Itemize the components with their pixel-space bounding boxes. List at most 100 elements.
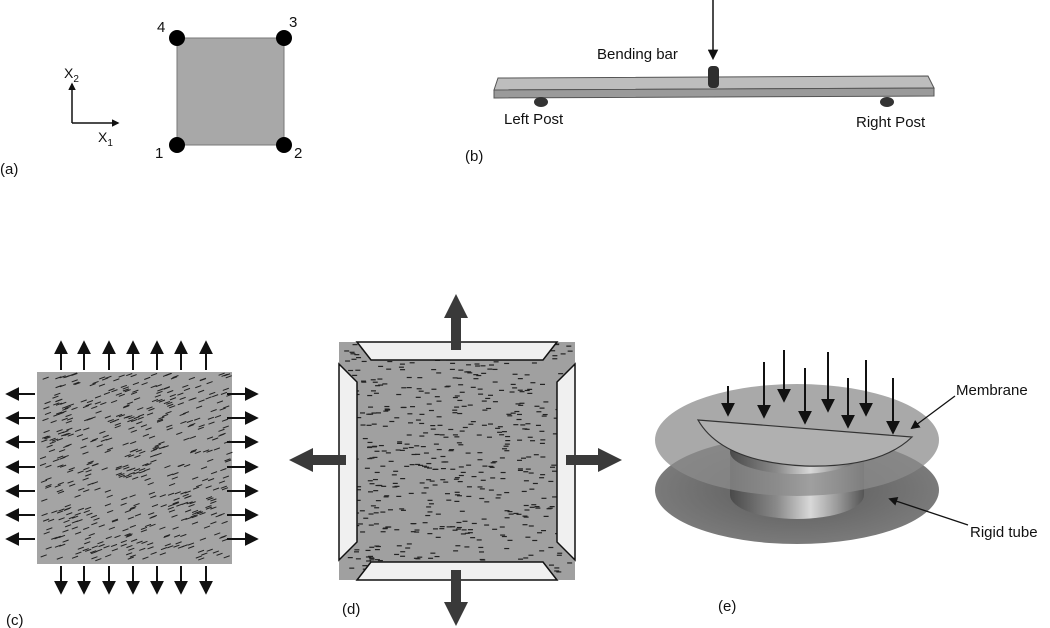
fiber-dash [206,548,213,552]
x2-axis-label: X2 [64,65,79,85]
fiber-dash [57,464,64,468]
fiber-dash [173,497,180,501]
fiber-dash [125,475,132,479]
fiber-dash [58,534,66,538]
fiber-dash [130,418,138,423]
fiber-dash [141,382,148,386]
fiber-dash [148,491,156,495]
fiber-dash [129,507,136,511]
fiber-dash [180,491,187,495]
fiber-dash [88,533,95,537]
fiber-dash [128,416,135,420]
fiber-dash [124,533,131,537]
fiber-dash [202,449,210,453]
fiber-dash [137,416,144,420]
fiber-dash [158,399,166,403]
fiber-dash [150,551,157,555]
bending-bar [708,66,719,88]
fiber-dash [96,444,103,448]
fiber-dash [195,385,202,389]
fiber-dash [71,526,78,530]
fiber-dash [207,458,214,462]
fiber-dash [108,526,116,530]
fiber-dash [216,400,224,404]
fiber-dash [63,519,70,524]
fiber-dash [65,420,73,424]
fiber-dash [94,401,102,405]
fiber-dash [67,433,74,437]
fiber-dash [105,536,112,540]
fiber-dash [67,403,75,407]
fiber-dash [145,427,152,431]
fiber-dash [140,526,148,530]
fiber-dash [192,486,200,490]
fiber-dash [61,433,68,437]
left-post [534,97,548,107]
fiber-dash [95,558,102,562]
fiber-dash [156,418,164,422]
fiber-dash [188,376,195,381]
fiber-dash [118,393,125,397]
fiber-dash [106,447,114,451]
fiber-dash [87,460,94,464]
fiber-dash [197,549,205,553]
fiber-dash [206,436,214,440]
fiber-dash [118,473,125,477]
fiber-dash [90,514,97,519]
fiber-dash [159,526,166,530]
fiber-dash [110,399,118,404]
fiber-dash [102,434,109,438]
fiber-dash [43,531,50,535]
fiber-dash [57,481,64,486]
fiber-dash [59,543,66,547]
fiber-dash [205,396,212,400]
fiber-dash [72,381,80,385]
fiber-dash [191,515,198,519]
fiber-dash [140,474,148,478]
fiber-dash [109,420,117,424]
fiber-dash [64,524,72,528]
panel-d: (d) [289,294,622,626]
fiber-dash [82,548,89,552]
fiber-dash [74,531,82,535]
fiber-dash [122,464,129,468]
fiber-dash [56,429,63,433]
fiber-dash [126,533,133,537]
fiber-dash [93,517,100,521]
fiber-dash [67,480,74,484]
fiber-dash [172,526,179,530]
fiber-dash [83,427,90,431]
fiber-dash [65,413,72,418]
fiber-dash [90,550,98,555]
fiber-dash [169,397,177,401]
fiber-dash [168,509,176,513]
fiber-dash [169,393,176,398]
fiber-dash [205,506,213,510]
fiber-dash [80,399,87,403]
fiber-dash [51,510,58,514]
fiber-dash [163,534,171,538]
fiber-dash [45,464,52,468]
fiber-dash [56,489,63,493]
fiber-dash [85,469,92,473]
rigid-tube-label: Rigid tube [970,524,1038,541]
fiber-dash [92,380,99,385]
fiber-dash [118,414,126,418]
fiber-dash [89,550,97,554]
fiber-dash [176,431,183,435]
fiber-dash [191,521,199,525]
fiber-dash [148,512,155,516]
fiber-dash [60,410,67,414]
fiber-dash [111,389,118,393]
fiber-dash [212,437,219,441]
fiber-dash [171,476,178,480]
fiber-dash [99,376,106,380]
fiber-dash [209,391,216,395]
fiber-dash [91,556,98,560]
fiber-dash [200,466,208,470]
node-label-1: 1 [155,145,163,162]
fiber-dash [45,546,52,550]
panel-b: Bending bar Left Post Right Post (b) [465,0,935,165]
fiber-dash [155,452,162,456]
